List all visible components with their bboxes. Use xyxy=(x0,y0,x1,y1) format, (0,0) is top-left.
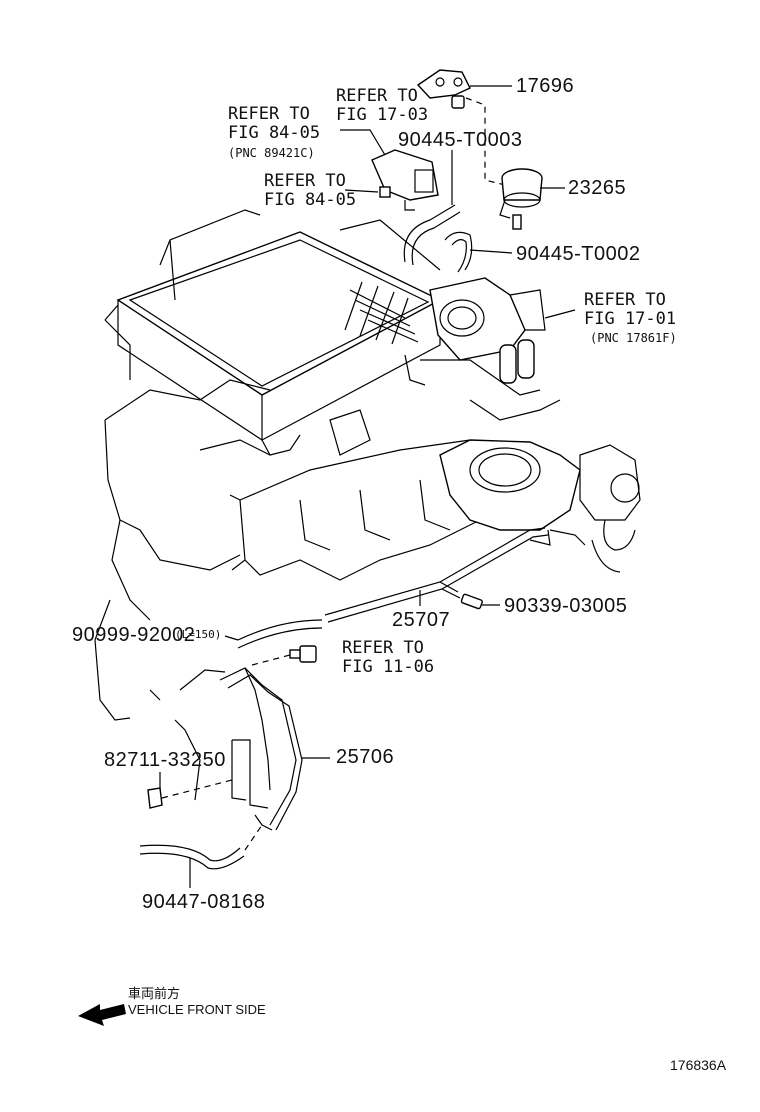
hose-90447-08168 xyxy=(139,824,263,870)
plug-90339-03005 xyxy=(460,593,483,610)
leader-lines xyxy=(159,85,576,888)
callout-25706: 25706 xyxy=(336,746,395,768)
figure-id: 176836A xyxy=(670,1057,727,1073)
refer-figure: FIG 11-06 xyxy=(342,657,435,677)
hose-90999-92002 xyxy=(237,619,323,649)
refer-label: REFER TO xyxy=(228,104,310,124)
refer-figure: FIG 84-05 xyxy=(264,190,357,210)
refer-figure: FIG 84-05 xyxy=(228,123,321,143)
refer-label: REFER TO xyxy=(584,290,666,310)
throttle-body xyxy=(429,277,546,384)
hose-90445-t0002 xyxy=(444,231,473,273)
callout-17696: 17696 xyxy=(516,75,575,97)
refer-pnc: (PNC 89421C) xyxy=(228,146,315,160)
bracket-17696 xyxy=(416,69,506,186)
refer-label: REFER TO xyxy=(336,86,418,106)
refer-figure: FIG 17-03 xyxy=(336,105,429,125)
vsv-23265 xyxy=(499,168,543,230)
callout-90999-92002: 90999-92002 xyxy=(72,624,196,646)
refer-pnc: (PNC 17861F) xyxy=(590,331,677,345)
refer-label: REFER TO xyxy=(264,171,346,191)
engine-block xyxy=(94,354,561,721)
map-sensor xyxy=(371,149,439,211)
callout-length: (L=150) xyxy=(175,628,222,641)
hose-90445-t0003 xyxy=(403,204,461,266)
refer-label: REFER TO xyxy=(342,638,424,658)
refer-figure: FIG 17-01 xyxy=(584,309,677,329)
vehicle-front-arrow-icon xyxy=(78,1004,126,1026)
callout-90447-08168: 90447-08168 xyxy=(142,891,266,913)
pipe-25706 xyxy=(149,667,303,831)
callout-90339-03005: 90339-03005 xyxy=(504,595,628,617)
bolt-fig-11-06 xyxy=(251,645,317,666)
callout-90445-t0003: 90445-T0003 xyxy=(398,129,523,151)
intake-manifold xyxy=(439,439,641,573)
direction-label-jp: 車両前方 xyxy=(128,986,181,1001)
callout-90445-t0002: 90445-T0002 xyxy=(516,243,641,265)
callout-82711-33250: 82711-33250 xyxy=(104,749,226,771)
clip-82711-33250 xyxy=(147,779,233,809)
callout-23265: 23265 xyxy=(568,177,627,199)
pipe-25707 xyxy=(324,527,551,623)
direction-label-en: VEHICLE FRONT SIDE xyxy=(128,1002,266,1017)
intercooler xyxy=(104,209,442,456)
callout-25707: 25707 xyxy=(392,609,451,631)
